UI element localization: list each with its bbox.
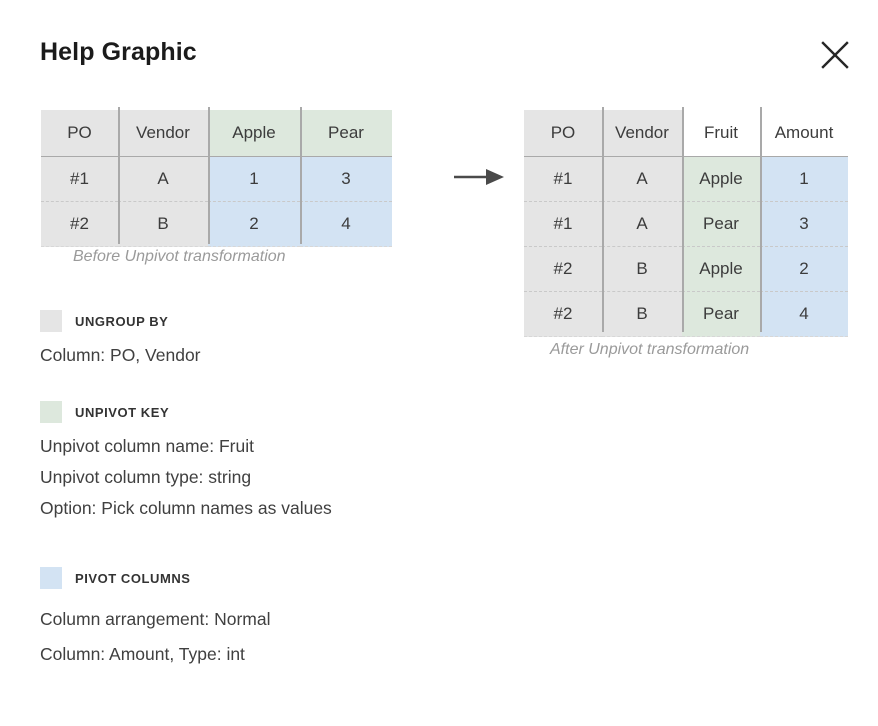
legend-detail-line: Column: Amount, Type: int <box>40 644 245 664</box>
legend-group-unpivot-key: UNPIVOT KEY Unpivot column name: Fruit U… <box>40 401 332 519</box>
legend-title: PIVOT COLUMNS <box>75 570 191 586</box>
table-cell: 1 <box>208 156 300 202</box>
column-separator <box>682 107 684 332</box>
column-header: PO <box>524 110 602 157</box>
after-table-caption: After Unpivot transformation <box>550 341 750 358</box>
table-cell: 3 <box>760 201 848 247</box>
table-cell: 4 <box>300 201 392 247</box>
legend-swatch-icon <box>40 401 62 423</box>
table-cell: #1 <box>41 156 118 202</box>
legend-detail-line: Column arrangement: Normal <box>40 609 271 629</box>
table-cell: Apple <box>682 156 760 202</box>
legend-group-ungroup-by: UNGROUP BY Column: PO, Vendor <box>40 310 201 366</box>
close-icon <box>815 35 855 75</box>
table-cell: B <box>602 291 682 337</box>
table-cell: Pear <box>682 291 760 337</box>
table-cell: B <box>118 201 208 247</box>
table-cell: 2 <box>208 201 300 247</box>
table-cell: A <box>118 156 208 202</box>
column-header: Apple <box>208 110 300 157</box>
table-cell: #2 <box>41 201 118 247</box>
table-cell: Pear <box>682 201 760 247</box>
column-separator <box>208 107 210 244</box>
table-cell: #2 <box>524 291 602 337</box>
column-separator <box>300 107 302 244</box>
legend-header: UNGROUP BY <box>40 310 201 332</box>
column-header: PO <box>41 110 118 157</box>
column-header: Fruit <box>682 110 760 157</box>
table-cell: #1 <box>524 156 602 202</box>
column-separator <box>602 107 604 332</box>
table-cell: 1 <box>760 156 848 202</box>
legend-detail-line: Column: PO, Vendor <box>40 345 201 365</box>
legend-group-pivot-columns: PIVOT COLUMNS Column arrangement: Normal… <box>40 567 271 665</box>
table-cell: #1 <box>524 201 602 247</box>
column-separator <box>118 107 120 244</box>
column-header: Pear <box>300 110 392 157</box>
table-cell: Apple <box>682 246 760 292</box>
legend-title: UNPIVOT KEY <box>75 404 170 420</box>
column-header: Vendor <box>118 110 208 157</box>
page-title: Help Graphic <box>40 38 197 66</box>
legend-detail-line: Unpivot column name: Fruit <box>40 436 254 456</box>
arrow-right-icon <box>452 166 507 193</box>
legend-swatch-icon <box>40 567 62 589</box>
legend-detail-line: Unpivot column type: string <box>40 467 252 487</box>
legend-title: UNGROUP BY <box>75 313 169 329</box>
table-cell: A <box>602 156 682 202</box>
column-header: Amount <box>760 110 848 157</box>
legend-swatch-icon <box>40 310 62 332</box>
table-cell: B <box>602 246 682 292</box>
legend-detail-line: Option: Pick column names as values <box>40 498 332 518</box>
table-cell: 2 <box>760 246 848 292</box>
table-cell: A <box>602 201 682 247</box>
table-cell: #2 <box>524 246 602 292</box>
close-button[interactable] <box>815 35 855 75</box>
column-header: Vendor <box>602 110 682 157</box>
column-separator <box>760 107 762 332</box>
legend-header: UNPIVOT KEY <box>40 401 332 423</box>
table-cell: 3 <box>300 156 392 202</box>
legend-header: PIVOT COLUMNS <box>40 567 271 589</box>
table-cell: 4 <box>760 291 848 337</box>
before-table-caption: Before Unpivot transformation <box>73 248 286 265</box>
